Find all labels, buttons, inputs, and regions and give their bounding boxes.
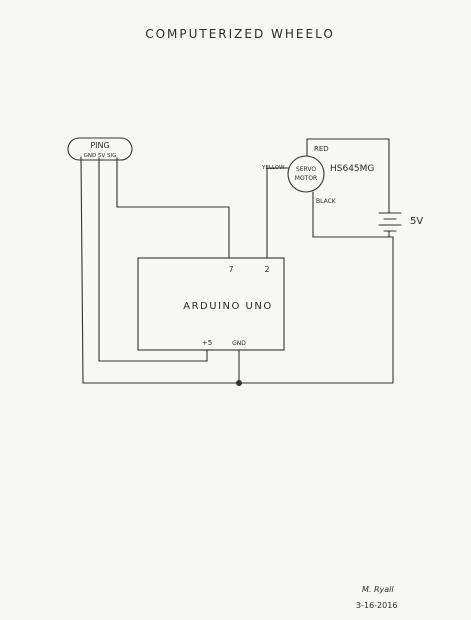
servo-label-line1: SERVO — [296, 166, 316, 173]
servo-black-wire-label: BLACK — [316, 198, 337, 205]
battery-voltage-label: 5V — [410, 216, 423, 227]
servo-label-line2: MOTOR — [295, 175, 317, 182]
wire-ping-sig-to-pin7 — [116, 157, 230, 259]
wire-servo-signal-to-pin2 — [266, 167, 289, 259]
wire-ping-gnd-to-ground-bus — [80, 156, 394, 384]
arduino-gnd-pin-label: GND — [232, 340, 246, 347]
ground-junction-dot — [236, 380, 242, 386]
servo-red-wire-label: RED — [314, 145, 329, 153]
signature-name: M. Ryall — [362, 585, 394, 594]
servo-motor-body — [287, 155, 325, 193]
arduino-pin-7-label: 7 — [228, 265, 233, 274]
arduino-5v-pin-label: +5 — [202, 339, 212, 347]
wire-battery-to-ground-bus — [388, 230, 394, 384]
servo-model-label: HS645MG — [330, 164, 374, 174]
arduino-uno-board — [137, 257, 285, 351]
arduino-pin-2-label: 2 — [264, 265, 269, 274]
wire-ping-5v-to-arduino-5v — [98, 157, 208, 362]
ping-sensor-body — [67, 137, 133, 161]
arduino-label: ARDUINO UNO — [183, 301, 272, 312]
diagram-title: COMPUTERIZED WHEELO — [145, 27, 335, 41]
ping-pin-labels: GND 5V SIG — [84, 153, 117, 159]
wire-servo-black-to-battery — [312, 191, 390, 238]
ping-sensor-label: PING — [90, 141, 109, 150]
signature-date: 3-16-2016 — [356, 601, 397, 610]
wire-servo-red-to-battery — [306, 138, 390, 214]
